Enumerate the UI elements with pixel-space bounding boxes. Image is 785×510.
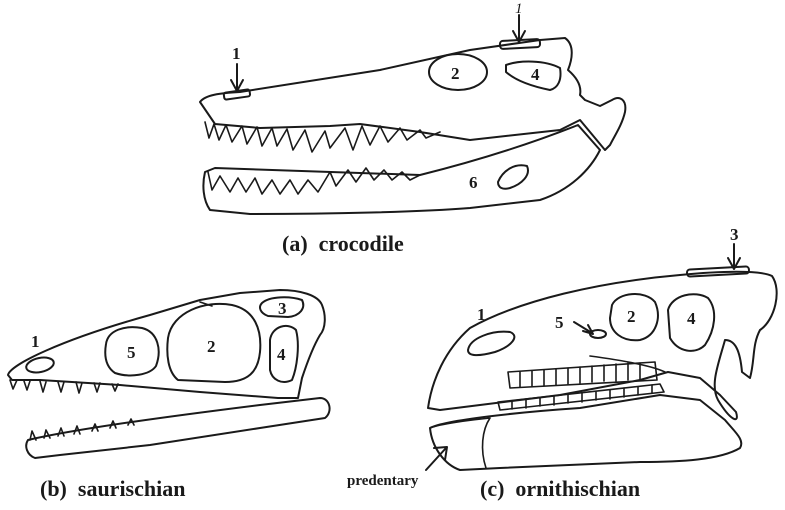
ornithischian-label-4: 4 bbox=[687, 309, 696, 328]
ornithischian-label-1: 1 bbox=[477, 305, 486, 324]
ornithischian-arrow-3 bbox=[728, 244, 740, 269]
ornithischian-predentary bbox=[430, 418, 490, 468]
ornithischian-cranium-outline bbox=[428, 272, 777, 419]
ornithischian-label-predentary: predentary bbox=[347, 473, 419, 489]
crocodile-label-1-left: 1 bbox=[232, 44, 241, 63]
crocodile-label-4: 4 bbox=[531, 65, 540, 84]
crocodile-skull: 1 1 2 4 6 (a) crocodile bbox=[200, 1, 625, 256]
saurischian-upper-teeth bbox=[10, 380, 118, 393]
saurischian-label-5: 5 bbox=[127, 343, 136, 362]
ornithischian-arrow-5 bbox=[574, 322, 593, 334]
crocodile-mandible-outline bbox=[203, 125, 600, 214]
crocodile-caption: (a) crocodile bbox=[282, 231, 404, 256]
saurischian-label-4: 4 bbox=[277, 345, 286, 364]
ornithischian-lower-teeth-lines bbox=[512, 385, 652, 409]
ornithischian-label-2: 2 bbox=[627, 307, 636, 326]
crocodile-cranium-outline bbox=[200, 38, 625, 150]
ornithischian-upper-tooth-row bbox=[508, 362, 657, 388]
ornithischian-label-3: 3 bbox=[730, 225, 739, 244]
crocodile-arrow-left bbox=[231, 64, 243, 91]
crocodile-label-2: 2 bbox=[451, 64, 460, 83]
ornithischian-opening-1 bbox=[468, 332, 514, 355]
saurischian-label-3: 3 bbox=[278, 299, 287, 318]
ornithischian-label-5: 5 bbox=[555, 313, 564, 332]
ornithischian-skull: 1 5 2 4 3 predentary (c) ornithischian bbox=[347, 225, 777, 501]
crocodile-label-1-top: 1 bbox=[515, 1, 523, 17]
saurischian-label-1: 1 bbox=[31, 332, 40, 351]
ornithischian-caption: (c) ornithischian bbox=[480, 476, 640, 501]
saurischian-skull: 1 5 2 3 4 (b) saurischian bbox=[8, 290, 330, 501]
saurischian-label-2: 2 bbox=[207, 337, 216, 356]
saurischian-mandible-outline bbox=[26, 398, 329, 458]
crocodile-arrow-top bbox=[513, 15, 525, 42]
saurischian-caption: (b) saurischian bbox=[40, 476, 185, 501]
crocodile-label-6: 6 bbox=[469, 173, 478, 192]
crocodile-opening-6 bbox=[498, 165, 528, 188]
